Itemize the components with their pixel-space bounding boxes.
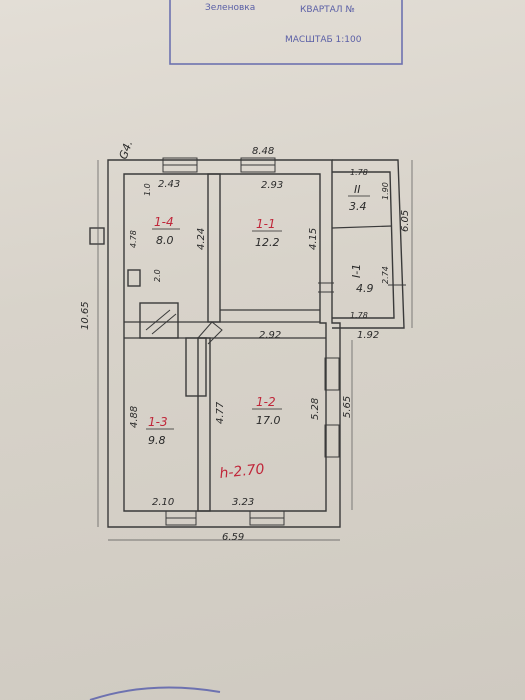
stamp-frame (169, 0, 403, 65)
dim-bottom-total: 6.59 (222, 532, 244, 543)
room-1-1-area: 12.2 (255, 236, 280, 249)
room-1-2: 1-2 17.0 (252, 395, 282, 427)
dim-small-top-height: 1.90 (381, 182, 390, 200)
dimension-lines (97, 160, 413, 541)
dim-room2-right: 5.28 (310, 398, 321, 420)
walls (89, 159, 405, 528)
ceiling-height-note: h-2.70 (219, 461, 266, 482)
stamp: Зеленовка КВАРТАЛ № МАСШТАБ 1:100 (169, 0, 403, 65)
dim-small-top-width: 1.78 (350, 168, 368, 177)
dim-kitchen-left: 4.78 (129, 230, 138, 248)
windows (162, 157, 406, 526)
dim-small-mid-width: 1.78 (350, 311, 368, 320)
stamp-line2: КВАРТАЛ № (300, 5, 355, 15)
dim-room2-width: 3.23 (232, 497, 254, 508)
dimension-labels: 8.48 10.65 6.59 5.65 2.43 2.93 2.92 1.78… (80, 146, 411, 543)
stove-hatch (145, 309, 177, 335)
dim-room3-height: 4.88 (129, 406, 140, 428)
dim-kitchen-right: 4.24 (196, 228, 207, 250)
dim-right-top: 6.05 (400, 210, 411, 232)
stamp-scale: МАСШТАБ 1:100 (285, 35, 362, 45)
room-labels: 1-4 8.0 1-1 12.2 II 3.4 I-1 4.9 1-3 9.8 … (146, 183, 374, 447)
room-1-2-id: 1-2 (256, 395, 276, 409)
dim-living-top: 2.93 (261, 180, 283, 191)
dim-stove-note: 2.0 (153, 269, 162, 282)
wall-room3-room2 (197, 337, 211, 512)
room-1-1: 1-1 12.2 (252, 217, 282, 249)
door-mid (197, 321, 223, 345)
window-right-2 (324, 424, 340, 458)
room-1-3-id: 1-3 (148, 415, 168, 429)
room-I-1-id: I-1 (350, 264, 363, 278)
annex-wall-inner (332, 171, 395, 319)
room-I-1: I-1 4.9 (350, 264, 374, 295)
dim-kitchen-width: 2.43 (158, 179, 180, 190)
dim-room3-width: 2.10 (152, 497, 174, 508)
dim-small-mid-height: 2.74 (381, 266, 390, 284)
annex-partition (331, 225, 393, 229)
dim-living-bottom: 2.92 (259, 330, 281, 341)
stove (139, 302, 179, 339)
dim-top-total: 8.48 (252, 146, 274, 157)
room-II: II 3.4 (348, 183, 370, 213)
entrance-step (89, 227, 105, 245)
window-right-1 (324, 357, 340, 391)
dim-annex-bottom: 1.92 (357, 330, 379, 341)
room-1-3-area: 9.8 (148, 434, 166, 447)
chimney (185, 337, 207, 397)
dim-right-bottom: 5.65 (342, 396, 353, 418)
room-1-4-id: 1-4 (154, 215, 174, 229)
outer-wall-inner (123, 173, 327, 512)
room-II-id: II (354, 183, 361, 196)
corner-mark: G4. (117, 139, 136, 161)
room-II-area: 3.4 (349, 200, 367, 213)
room-1-2-area: 17.0 (256, 414, 281, 427)
stamp-arc (89, 686, 221, 700)
annex-wall-outer (332, 159, 405, 329)
stamp-line1: Зеленовка (205, 3, 255, 13)
room-I-1-area: 4.9 (356, 282, 374, 295)
dim-room2-left: 4.77 (215, 401, 226, 424)
wall-kitchen-living (207, 173, 221, 323)
kitchen-fixture (127, 269, 141, 287)
dim-stove-note2: 1.0 (143, 183, 152, 196)
room-1-3: 1-3 9.8 (146, 415, 174, 447)
room-1-1-id: 1-1 (256, 217, 276, 231)
dim-living-right: 4.15 (308, 228, 319, 250)
dim-left-total: 10.65 (80, 301, 91, 330)
room-1-4-area: 8.0 (156, 234, 174, 247)
room-1-4: 1-4 8.0 (152, 215, 180, 247)
